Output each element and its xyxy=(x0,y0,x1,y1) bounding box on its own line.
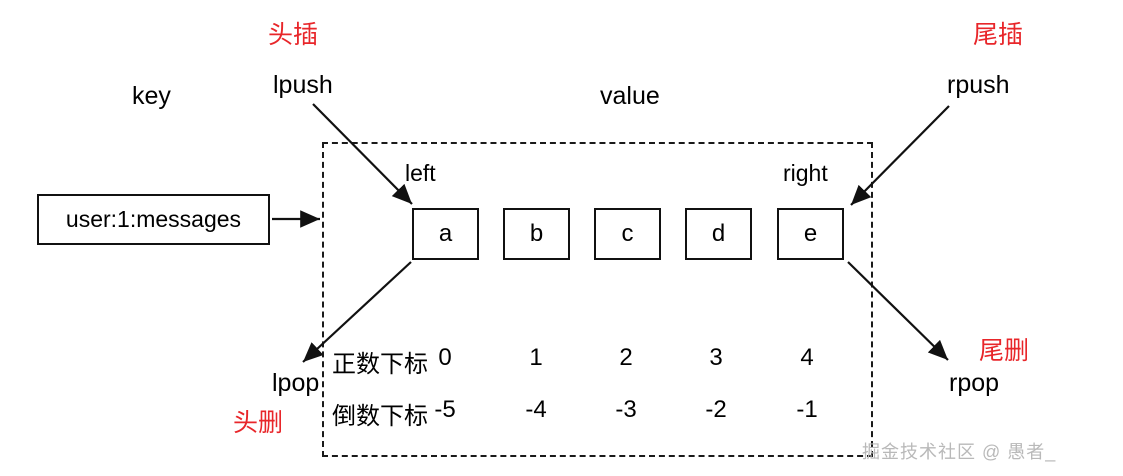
negative-index-value: -2 xyxy=(705,396,727,423)
negative-index-value: -4 xyxy=(525,396,547,423)
lpush-annotation-label: 头插 xyxy=(268,21,319,49)
rpop-command-label: rpop xyxy=(949,369,1000,397)
lpush-command-label: lpush xyxy=(273,71,333,99)
negative-index-value: -1 xyxy=(796,396,818,423)
value-section-label: value xyxy=(600,82,660,110)
rpush-command-label: rpush xyxy=(947,71,1010,99)
negative-index-value: -5 xyxy=(434,396,456,423)
positive-index-row-label: 正数下标 xyxy=(332,351,428,378)
key-box: user:1:messages xyxy=(37,194,270,245)
list-item: c xyxy=(594,208,661,260)
lpop-annotation-label: 头删 xyxy=(233,409,284,437)
rpop-annotation-label: 尾删 xyxy=(979,337,1030,365)
key-name-text: user:1:messages xyxy=(65,206,242,232)
positive-index-value: 4 xyxy=(800,344,814,371)
list-item: b xyxy=(503,208,570,260)
positive-index-value: 2 xyxy=(619,344,633,371)
key-section-label: key xyxy=(132,82,171,110)
watermark-text: 掘金技术社区 @ 愚者_ xyxy=(862,442,1057,462)
positive-index-value: 0 xyxy=(438,344,452,371)
lpop-command-label: lpop xyxy=(272,369,320,397)
positive-index-value: 1 xyxy=(529,344,543,371)
negative-index-row-label: 倒数下标 xyxy=(332,403,428,430)
rpush-annotation-label: 尾插 xyxy=(973,21,1024,49)
negative-index-value: -3 xyxy=(615,396,637,423)
positive-index-value: 3 xyxy=(709,344,723,371)
list-item: e xyxy=(777,208,844,260)
list-item: d xyxy=(685,208,752,260)
list-item: a xyxy=(412,208,479,260)
right-end-label: right xyxy=(783,160,828,186)
